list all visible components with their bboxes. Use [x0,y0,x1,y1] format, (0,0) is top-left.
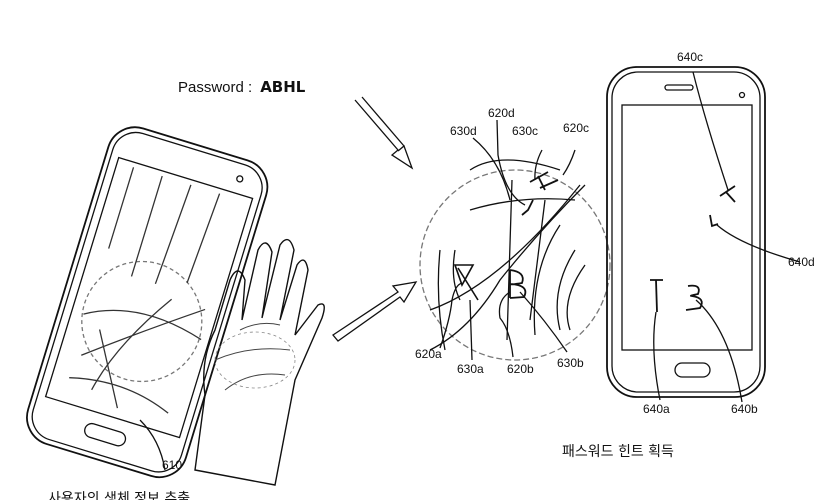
label-630a: 630a [457,362,484,376]
magnified-palm [419,119,611,361]
password-value: ABHL [260,78,306,96]
speaker [664,84,694,91]
caption-right: 패스워드 힌트 획득 [562,444,674,460]
label-620b: 620b [507,362,534,376]
label-640c: 640c [677,50,704,64]
arrow-icon [332,96,418,342]
label-640b: 640b [731,402,758,416]
label-630c: 630c [512,124,539,138]
home-button [84,422,127,447]
password-label: Password : [178,79,253,96]
hand-icon [194,238,325,486]
label-620c: 620c [563,121,590,135]
result-phone [606,66,801,403]
leader-610 [139,419,166,471]
tilted-phone [26,126,269,479]
label-640a: 640a [643,402,670,416]
glyph-h [529,171,559,191]
password-text: Password : ABHL [178,78,305,96]
label-630d: 630d [450,124,477,138]
label-620a: 620a [415,347,442,361]
glyph-b [509,269,527,299]
glyph-a [453,264,479,301]
label-620d: 620d [488,106,515,120]
caption-left: 사용자의 생체 정보 추출 [48,491,191,500]
label-610: 610 [162,458,183,472]
label-640d: 640d [788,255,815,269]
home-button [674,362,711,378]
label-630b: 630b [557,356,584,370]
glyph-l [521,199,534,216]
